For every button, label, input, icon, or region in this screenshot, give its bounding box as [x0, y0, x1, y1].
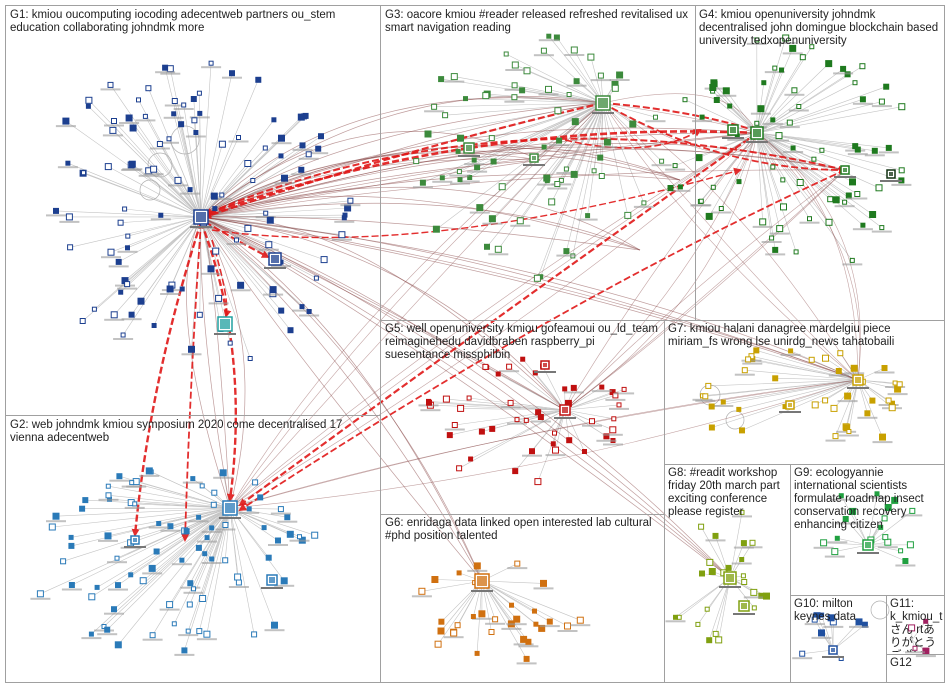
group-label-g1: G1: kmiou oucomputing iocoding adecentwe…	[10, 9, 336, 34]
group-label-g2: G2: web johndmk kmiou symposium 2020 com…	[10, 419, 343, 444]
group-label-g3: G3: oacore kmiou #reader released refres…	[385, 9, 688, 34]
group-label-g5: G5: well openuniversity kmiou gofeamoui …	[385, 323, 658, 361]
group-box-g12	[886, 654, 945, 683]
group-label-g4: G4: kmiou openuniversity johndmk decentr…	[699, 9, 939, 47]
nodes	[30, 33, 936, 665]
group-box-g1	[5, 5, 381, 416]
group-label-g7: G7: kmiou halani danagree mardelgiu piec…	[668, 323, 895, 348]
group-label-g11: G11: k_kmiou_t さん rtありがとうござい	[890, 598, 943, 652]
group-label-g8: G8: #readit workshop friday 20th march p…	[668, 467, 780, 518]
highlighted-edges	[131, 101, 847, 542]
group-label-g6: G6: enridaga data linked open interested…	[385, 517, 652, 542]
group-box-g3	[380, 5, 696, 321]
group-box-g2	[5, 415, 381, 683]
group-label-g9: G9: ecologyannie international scientist…	[794, 467, 924, 531]
group-label-g10: G10: milton keynes data	[794, 598, 857, 623]
group-label-g12: G12	[890, 657, 912, 669]
group-box-g4	[695, 5, 945, 321]
cross-group-edges	[186, 93, 861, 582]
